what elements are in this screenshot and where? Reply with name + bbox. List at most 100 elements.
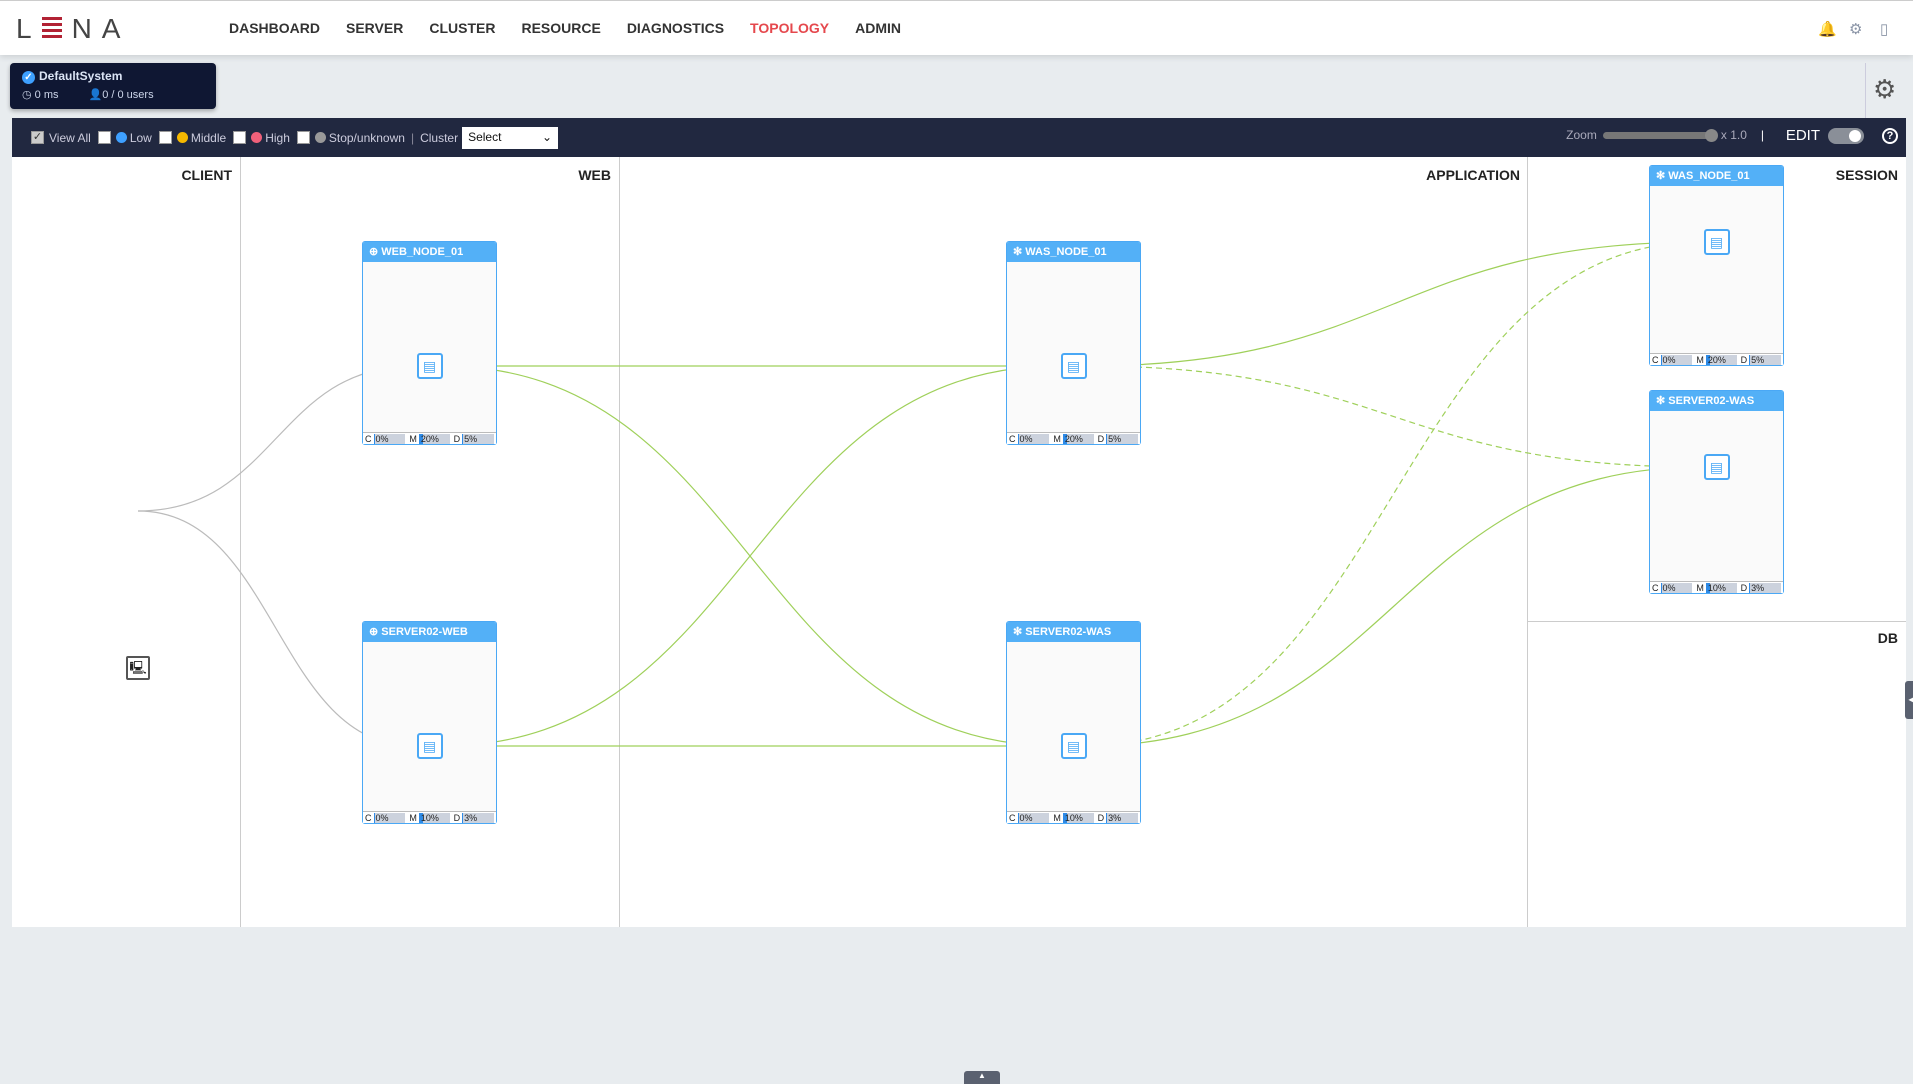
client-computer-icon[interactable]: 🖳 bbox=[126, 656, 150, 680]
nav-topology[interactable]: TOPOLOGY bbox=[750, 20, 830, 36]
settings-gear-icon[interactable]: ⚙ bbox=[1873, 74, 1897, 104]
middle-checkbox[interactable] bbox=[158, 131, 172, 144]
topology-canvas[interactable]: CLIENT WEB APPLICATION SESSION DB 🖳 ⊕ WE… bbox=[12, 157, 1913, 1084]
metric-bar: 20% bbox=[418, 433, 450, 444]
node-header[interactable]: ⊕ SERVER02-WEB bbox=[363, 622, 496, 642]
zoom-slider[interactable] bbox=[1602, 128, 1718, 142]
cluster-select[interactable]: Select⌄ bbox=[462, 126, 559, 149]
node-header[interactable]: ✻ SERVER02-WAS bbox=[1007, 622, 1140, 642]
node-header[interactable]: ✻ WAS_NODE_01 bbox=[1007, 242, 1140, 262]
edit-toggle[interactable] bbox=[1828, 127, 1864, 144]
session-db-divider bbox=[1528, 621, 1906, 622]
metric-bar: 5% bbox=[1749, 354, 1781, 365]
connection-edge bbox=[1085, 463, 1702, 747]
node-name: SERVER02-WAS bbox=[1668, 395, 1755, 407]
web-server-icon[interactable]: ▤ bbox=[416, 353, 443, 379]
connection-edge bbox=[1085, 238, 1702, 367]
was-server-icon[interactable]: ▤ bbox=[1060, 733, 1087, 759]
column-session: SESSION bbox=[1835, 167, 1898, 183]
metric-bar: 10% bbox=[1062, 812, 1094, 823]
was-server-icon[interactable]: ▤ bbox=[1060, 353, 1087, 379]
node-header[interactable]: ✻ WAS_NODE_01 bbox=[1650, 166, 1783, 186]
metric-bar: 0% bbox=[1660, 354, 1693, 365]
low-dot-icon bbox=[115, 132, 127, 143]
stop-label: Stop/unknown bbox=[328, 130, 405, 145]
metric-value: 5% bbox=[1108, 433, 1122, 444]
metric-label: M bbox=[1696, 582, 1704, 593]
metric-bar: 5% bbox=[462, 433, 494, 444]
metric-bar: 0% bbox=[1017, 433, 1050, 444]
nav-admin[interactable]: ADMIN bbox=[855, 20, 902, 36]
check-icon: ✓ bbox=[22, 71, 35, 84]
gear-icon[interactable]: ⚙ bbox=[1849, 21, 1863, 38]
bottom-panel-toggle[interactable]: ▲ bbox=[964, 1071, 1000, 1084]
node-header[interactable]: ✻ SERVER02-WAS bbox=[1650, 391, 1783, 411]
help-icon[interactable]: ? bbox=[1882, 128, 1898, 144]
divider bbox=[1865, 63, 1866, 118]
session-server-icon[interactable]: ▤ bbox=[1703, 229, 1730, 255]
response-time: ◷ 0 ms bbox=[22, 89, 59, 101]
topology-toolbar: ✓View All Low Middle High Stop/unknown |… bbox=[12, 118, 1906, 157]
nav-dashboard[interactable]: DASHBOARD bbox=[229, 20, 320, 36]
high-dot-icon bbox=[251, 132, 263, 143]
column-db: DB bbox=[1877, 630, 1898, 646]
middle-label: Middle bbox=[190, 130, 227, 145]
session-server-icon[interactable]: ▤ bbox=[1703, 454, 1730, 480]
column-application: APPLICATION bbox=[1426, 167, 1520, 183]
node-name: SERVER02-WAS bbox=[1025, 626, 1112, 638]
cluster-icon: ✻ bbox=[1013, 626, 1023, 638]
node-name: SERVER02-WEB bbox=[381, 626, 468, 638]
stop-checkbox[interactable] bbox=[296, 131, 310, 144]
metric-bar: 3% bbox=[1106, 812, 1138, 823]
globe-icon: ⊕ bbox=[369, 246, 379, 258]
edit-label: EDIT bbox=[1785, 127, 1820, 144]
metric-label: M bbox=[1696, 354, 1704, 365]
metric-bar: 20% bbox=[1062, 433, 1094, 444]
logout-icon[interactable]: ▯ bbox=[1880, 21, 1889, 38]
high-label: High bbox=[265, 130, 290, 145]
node-header[interactable]: ⊕ WEB_NODE_01 bbox=[363, 242, 496, 262]
connection-edge bbox=[1085, 238, 1702, 747]
nav-resource[interactable]: RESOURCE bbox=[521, 20, 601, 36]
nav-server[interactable]: SERVER bbox=[346, 20, 404, 36]
metric-bar: 0% bbox=[1660, 582, 1693, 593]
chevron-down-icon: ⌄ bbox=[542, 129, 553, 144]
web-server-icon[interactable]: ▤ bbox=[416, 733, 443, 759]
metric-value: 20% bbox=[420, 433, 439, 444]
nav-diagnostics[interactable]: DIAGNOSTICS bbox=[626, 20, 725, 36]
system-card[interactable]: ✓DefaultSystem ◷ 0 ms👤0 / 0 users bbox=[10, 63, 216, 109]
metric-bar: 0% bbox=[373, 812, 406, 823]
nav-cluster[interactable]: CLUSTER bbox=[429, 20, 496, 36]
high-checkbox[interactable] bbox=[233, 131, 247, 144]
metric-bar: 0% bbox=[373, 433, 406, 444]
low-checkbox[interactable] bbox=[97, 131, 111, 144]
view-all-checkbox[interactable]: ✓ bbox=[31, 131, 44, 144]
metric-label: D bbox=[1740, 582, 1748, 593]
user-icon: 👤 bbox=[88, 89, 103, 101]
right-panel-toggle[interactable]: ◀ bbox=[1905, 681, 1913, 719]
view-all-label: View All bbox=[49, 130, 91, 145]
bell-icon[interactable]: 🔔 bbox=[1818, 21, 1837, 38]
metric-value: 0% bbox=[1019, 812, 1033, 823]
metric-value: 0% bbox=[375, 433, 389, 444]
metric-label: M bbox=[1053, 433, 1061, 444]
metric-value: 3% bbox=[464, 812, 478, 823]
